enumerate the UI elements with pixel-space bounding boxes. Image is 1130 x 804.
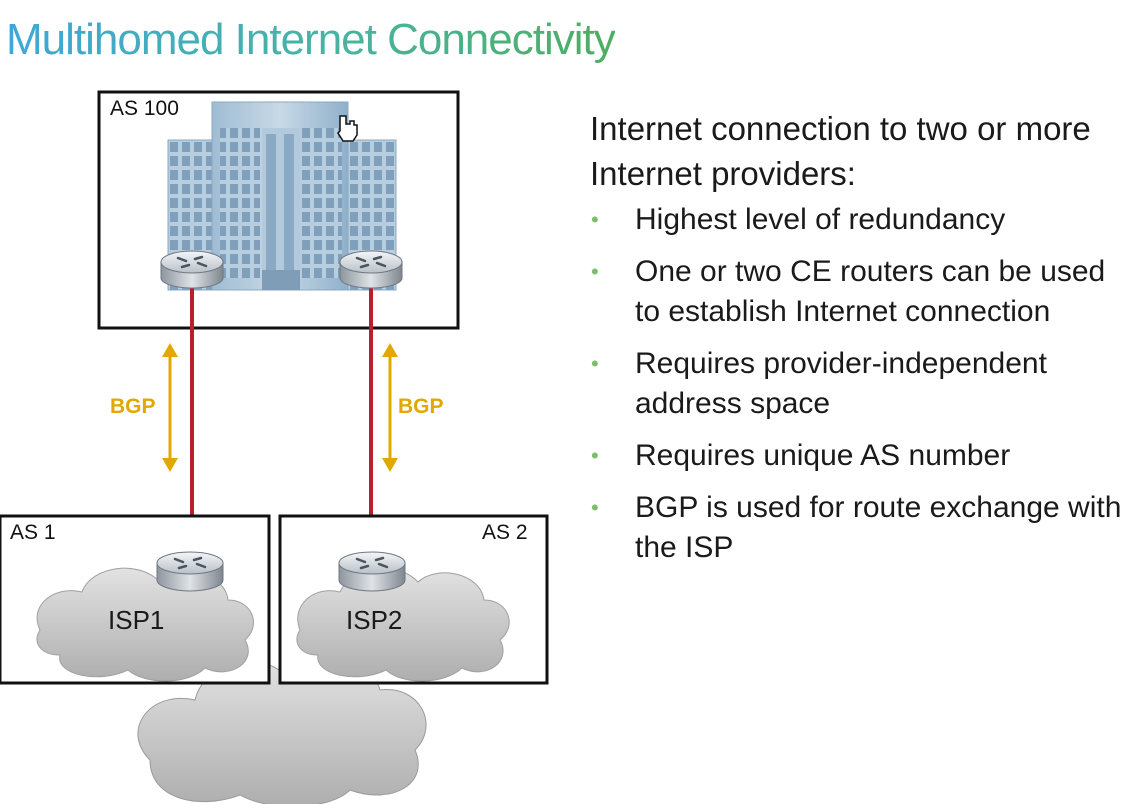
isp1-cloud-icon (36, 567, 254, 682)
internet-cloud-icon (137, 658, 427, 804)
bgp-label-right: BGP (398, 395, 444, 418)
bullet-dot-icon: • (591, 351, 599, 376)
slide-title: Multihomed Internet Connectivity (6, 12, 616, 68)
bullet-text: One or two CE routers can be used to est… (635, 255, 1106, 328)
isp1-label: ISP1 (108, 605, 165, 635)
bgp-arrow-left-icon (162, 343, 178, 472)
bullet-text: Requires provider-independent address sp… (635, 347, 1047, 420)
as-100-label: AS 100 (110, 97, 179, 120)
router-icon (160, 250, 224, 289)
isp2-label: ISP2 (346, 605, 403, 635)
bullet-dot-icon: • (591, 259, 599, 284)
bullet-text: Requires unique AS number (635, 439, 1011, 472)
bullet-dot-icon: • (591, 495, 599, 520)
bullet-dot-icon: • (591, 207, 599, 232)
bullet-item: • Highest level of redundancy (590, 200, 1125, 240)
bullet-item: • One or two CE routers can be used to es… (590, 252, 1125, 332)
network-diagram (0, 90, 549, 804)
bullet-list: • Highest level of redundancy • One or two… (590, 200, 1125, 580)
as-2-label: AS 2 (482, 521, 528, 544)
bullet-item: • BGP is used for route exchange with the… (590, 488, 1125, 568)
bullet-text: BGP is used for route exchange with the … (635, 491, 1122, 564)
as-1-label: AS 1 (10, 521, 56, 544)
router-icon (339, 250, 403, 289)
bullet-dot-icon: • (591, 443, 599, 468)
bgp-arrow-right-icon (382, 343, 398, 472)
router-icon (338, 551, 406, 592)
router-icon (156, 551, 224, 592)
bgp-label-left: BGP (110, 395, 156, 418)
building-icon (167, 101, 397, 291)
bullet-text: Highest level of redundancy (635, 203, 1006, 236)
intro-text: Internet connection to two or more Inter… (590, 110, 1091, 192)
bullet-item: • Requires provider-independent address s… (590, 344, 1125, 424)
bullet-item: • Requires unique AS number (590, 436, 1125, 476)
hand-cursor-icon (337, 115, 358, 142)
